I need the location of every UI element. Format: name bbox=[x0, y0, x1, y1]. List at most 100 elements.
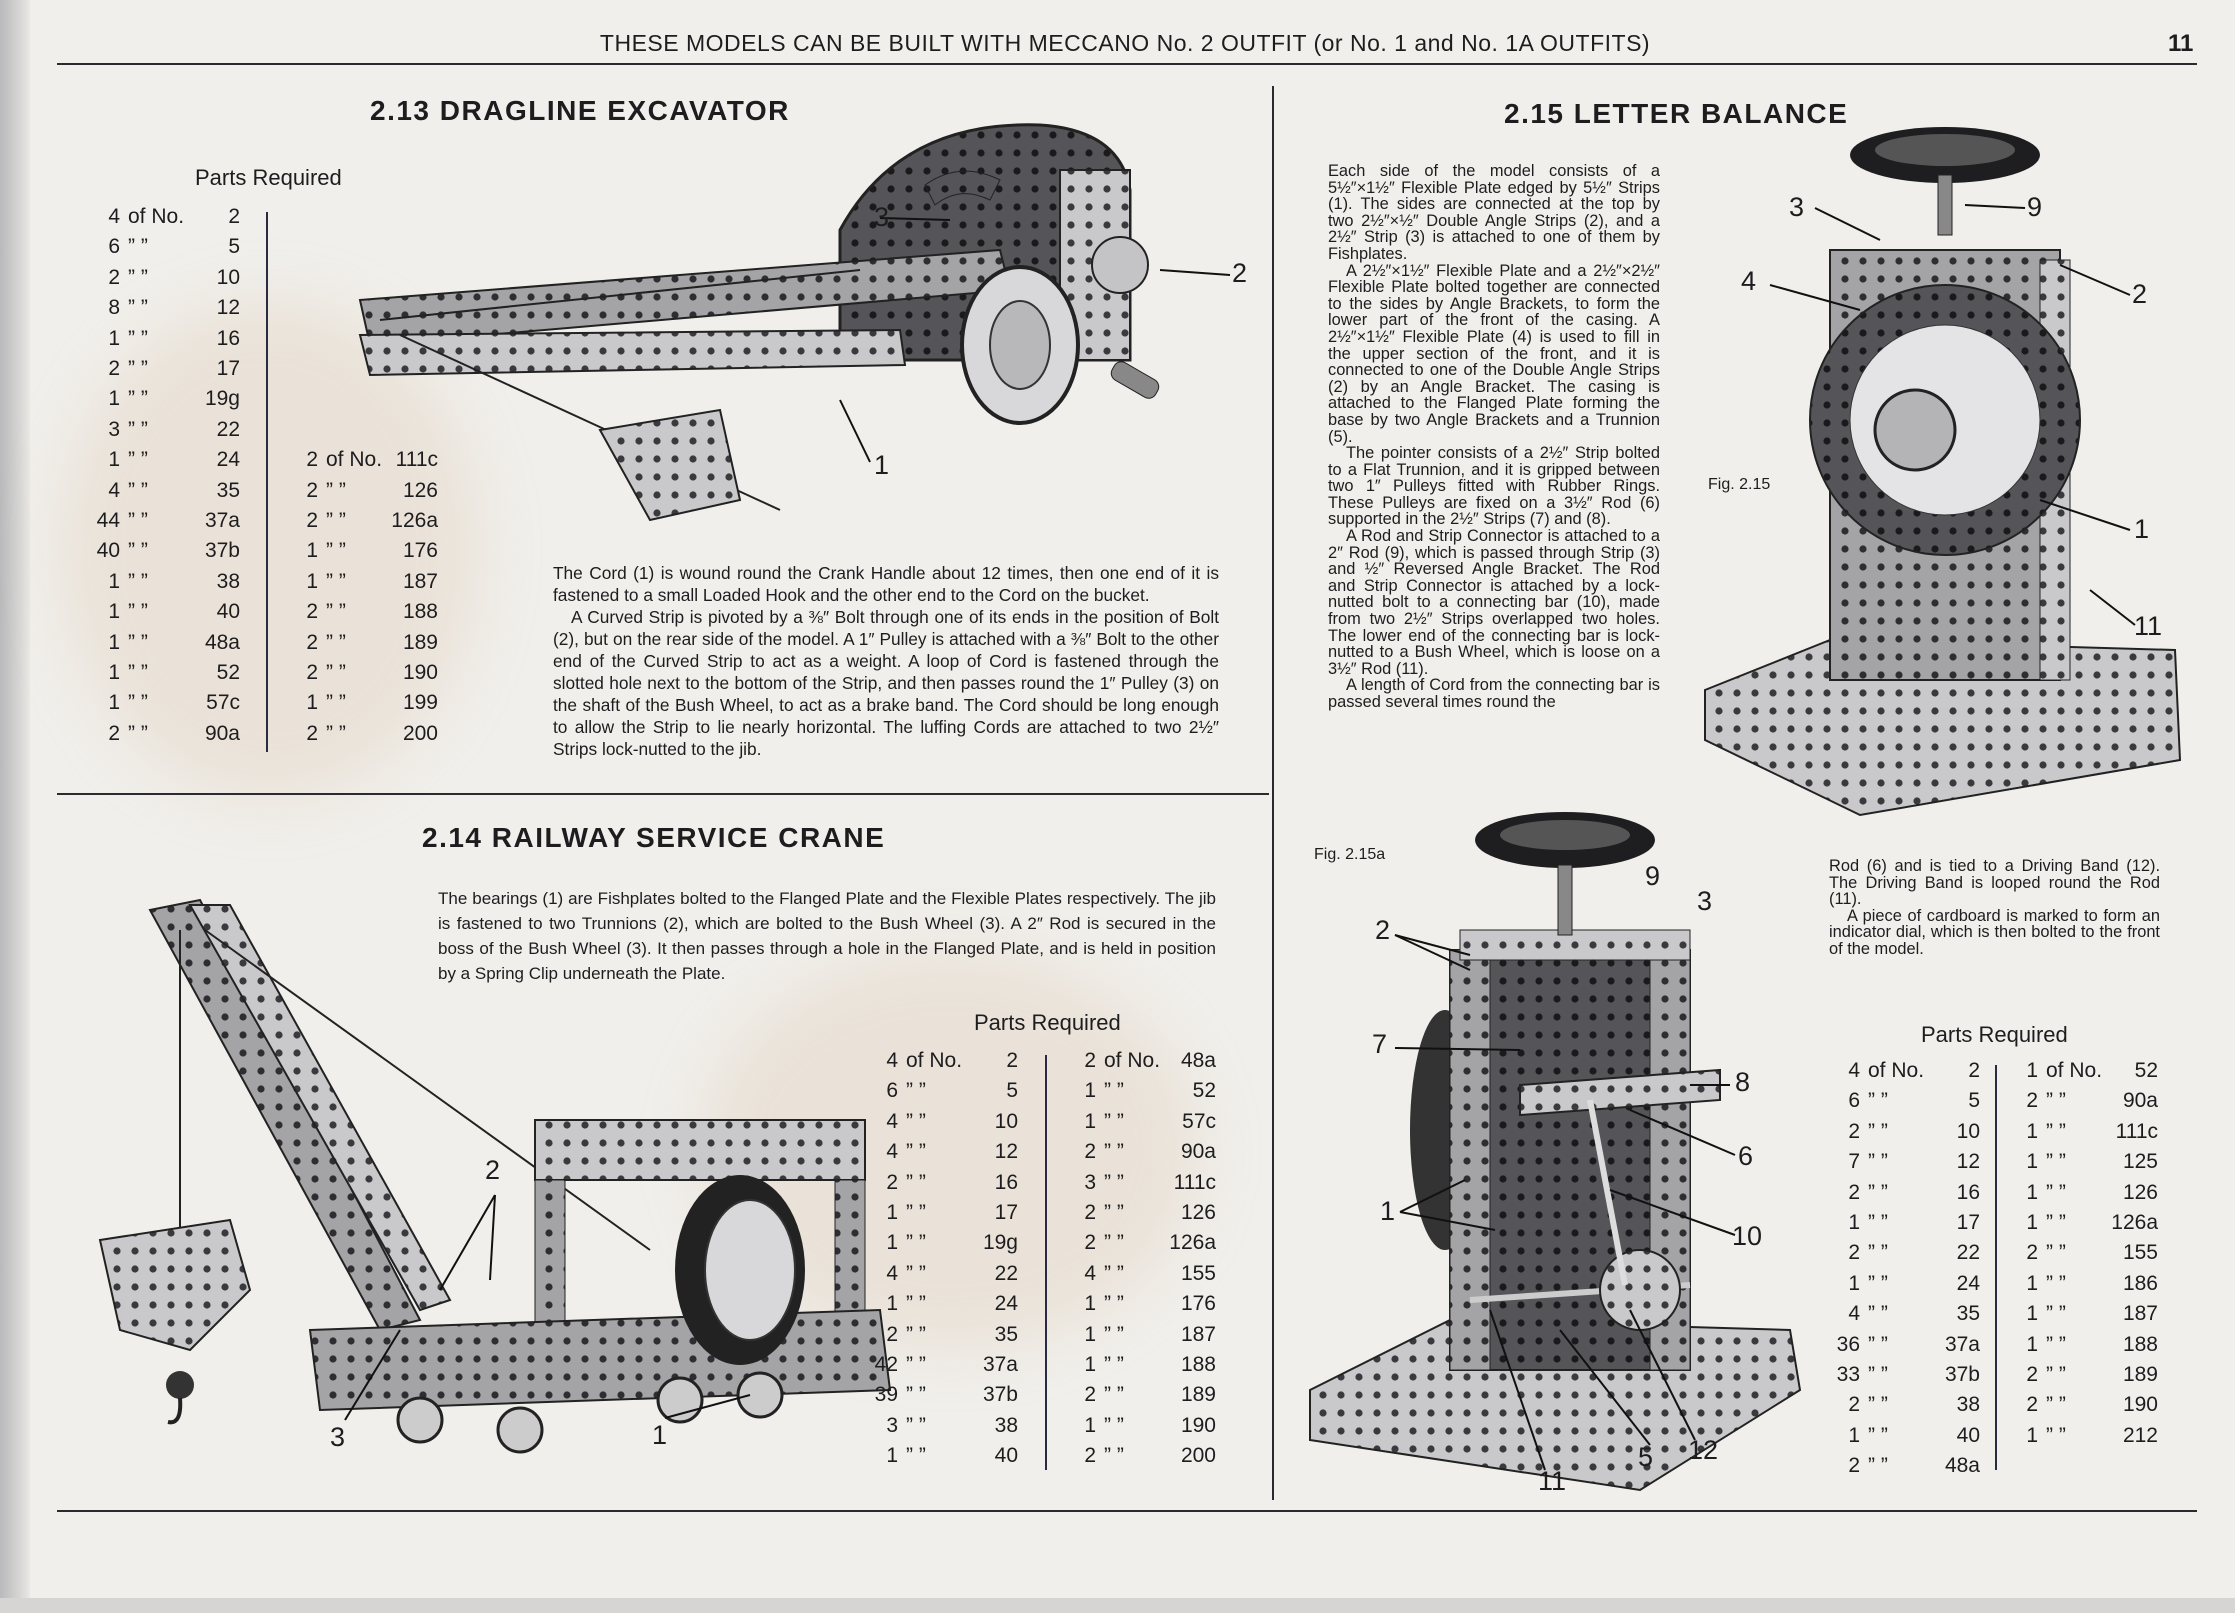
part-label: ” ” bbox=[1868, 1363, 1888, 1386]
part-number: 188 bbox=[2122, 1332, 2158, 1356]
part-label: ” ” bbox=[1104, 1292, 1124, 1316]
part-label: ” ” bbox=[326, 478, 346, 502]
part-label: ” ” bbox=[128, 296, 148, 320]
part-number: 19g bbox=[982, 1231, 1018, 1255]
column-divider bbox=[1272, 86, 1274, 1500]
part-number: 176 bbox=[1180, 1292, 1216, 1316]
callout-4: 4 bbox=[1741, 266, 1757, 296]
part-label: ” ” bbox=[1868, 1332, 1888, 1356]
part-label: ” ” bbox=[2046, 1241, 2066, 1265]
part-label: ” ” bbox=[326, 661, 346, 684]
part-number: 37b bbox=[204, 539, 240, 563]
callout-11: 11 bbox=[1538, 1466, 1567, 1496]
part-number: 126 bbox=[2122, 1180, 2158, 1204]
part-quantity: 2 bbox=[2026, 1241, 2038, 1265]
part-number: 10 bbox=[1956, 1119, 1980, 1143]
part-label: ” ” bbox=[128, 448, 148, 472]
part-label: ” ” bbox=[1868, 1241, 1888, 1265]
part-number: 189 bbox=[402, 630, 438, 654]
part-label: ” ” bbox=[1868, 1271, 1888, 1295]
part-number: 52 bbox=[216, 661, 240, 684]
part-number: 37a bbox=[1944, 1332, 1980, 1356]
part-number: 187 bbox=[2122, 1302, 2158, 1326]
part-label: ” ” bbox=[326, 569, 346, 593]
part-quantity: 3 bbox=[886, 1413, 898, 1437]
part-number: 126 bbox=[402, 478, 438, 502]
part-label: ” ” bbox=[128, 721, 148, 745]
part-label: ” ” bbox=[2046, 1302, 2066, 1326]
part-number: 187 bbox=[1180, 1322, 1216, 1346]
part-quantity: 1 bbox=[1084, 1079, 1096, 1103]
part-quantity: 1 bbox=[306, 539, 318, 563]
part-quantity: 1 bbox=[2026, 1211, 2038, 1234]
part-label: ” ” bbox=[1868, 1393, 1888, 1417]
part-quantity: 1 bbox=[108, 448, 120, 472]
callout-3: 3 bbox=[330, 1422, 346, 1452]
part-quantity: 1 bbox=[886, 1444, 898, 1468]
part-quantity: 1 bbox=[2026, 1423, 2038, 1447]
part-label: ” ” bbox=[1868, 1180, 1888, 1204]
part-number: 17 bbox=[1956, 1211, 1980, 1234]
part-label: ” ” bbox=[1868, 1423, 1888, 1447]
part-label: ” ” bbox=[128, 630, 148, 654]
part-number: 16 bbox=[1956, 1180, 1980, 1204]
part-quantity: 2 bbox=[1084, 1140, 1096, 1164]
balance-paragraph: Rod (6) and is tied to a Driving Band (1… bbox=[1829, 857, 2160, 909]
part-label: ” ” bbox=[906, 1109, 926, 1133]
part-quantity: 7 bbox=[1848, 1150, 1860, 1174]
part-label: ” ” bbox=[128, 326, 148, 350]
part-number: 38 bbox=[216, 569, 240, 593]
part-quantity: 2 bbox=[108, 357, 120, 380]
part-quantity: 1 bbox=[108, 387, 120, 411]
part-number: 199 bbox=[402, 691, 438, 715]
part-quantity: 4 bbox=[886, 1261, 898, 1285]
part-label: ” ” bbox=[906, 1444, 926, 1468]
part-quantity: 2 bbox=[2026, 1089, 2038, 1113]
part-label: ” ” bbox=[128, 600, 148, 624]
part-quantity: 2 bbox=[1848, 1241, 1860, 1265]
part-label: ” ” bbox=[1868, 1302, 1888, 1326]
part-label: ” ” bbox=[1868, 1150, 1888, 1174]
part-label: ” ” bbox=[326, 600, 346, 624]
part-quantity: 1 bbox=[2026, 1271, 2038, 1295]
part-number: 57c bbox=[206, 691, 240, 715]
part-label: ” ” bbox=[1868, 1454, 1888, 1478]
part-label: of No. bbox=[1868, 1059, 1925, 1082]
crane-title: 2.14 RAILWAY SERVICE CRANE bbox=[422, 822, 886, 853]
part-quantity: 1 bbox=[108, 691, 120, 715]
part-number: 12 bbox=[216, 296, 240, 320]
part-number: 40 bbox=[1956, 1423, 1980, 1447]
callout-3: 3 bbox=[1697, 886, 1713, 916]
part-number: 16 bbox=[994, 1170, 1018, 1194]
part-number: 37a bbox=[982, 1353, 1018, 1376]
part-number: 37b bbox=[982, 1383, 1018, 1407]
part-number: 186 bbox=[2122, 1271, 2158, 1295]
part-label: ” ” bbox=[326, 539, 346, 563]
part-quantity: 3 bbox=[1084, 1170, 1096, 1194]
crane-jib bbox=[148, 898, 422, 1332]
part-number: 19g bbox=[204, 387, 240, 411]
part-quantity: 2 bbox=[2026, 1393, 2038, 1417]
part-label: ” ” bbox=[326, 691, 346, 715]
part-number: 10 bbox=[994, 1109, 1018, 1133]
balance-paragraph: Each side of the model consists of a 5½″… bbox=[1328, 162, 1660, 263]
callout-12: 12 bbox=[1688, 1435, 1719, 1465]
part-label: ” ” bbox=[1104, 1353, 1124, 1376]
header-rule bbox=[57, 63, 2197, 65]
balance-paragraph: The pointer consists of a 2½″ Strip bolt… bbox=[1328, 444, 1660, 529]
callout-10: 10 bbox=[1732, 1221, 1763, 1251]
crane-paragraph: The bearings (1) are Fishplates bolted t… bbox=[438, 889, 1216, 983]
crane-illustration bbox=[98, 898, 892, 1454]
part-number: 2 bbox=[228, 205, 240, 228]
dragline-illustration bbox=[358, 123, 1231, 522]
part-quantity: 1 bbox=[886, 1231, 898, 1255]
crane-cab-roof bbox=[534, 1119, 866, 1181]
part-quantity: 2 bbox=[1848, 1180, 1860, 1204]
part-label: ” ” bbox=[1104, 1261, 1124, 1285]
part-quantity: 44 bbox=[96, 509, 120, 532]
part-number: 188 bbox=[402, 600, 438, 624]
part-quantity: 2 bbox=[1848, 1454, 1860, 1478]
callout-2: 2 bbox=[1232, 258, 1248, 288]
callout-5: 5 bbox=[1638, 1442, 1654, 1472]
part-label: ” ” bbox=[906, 1261, 926, 1285]
